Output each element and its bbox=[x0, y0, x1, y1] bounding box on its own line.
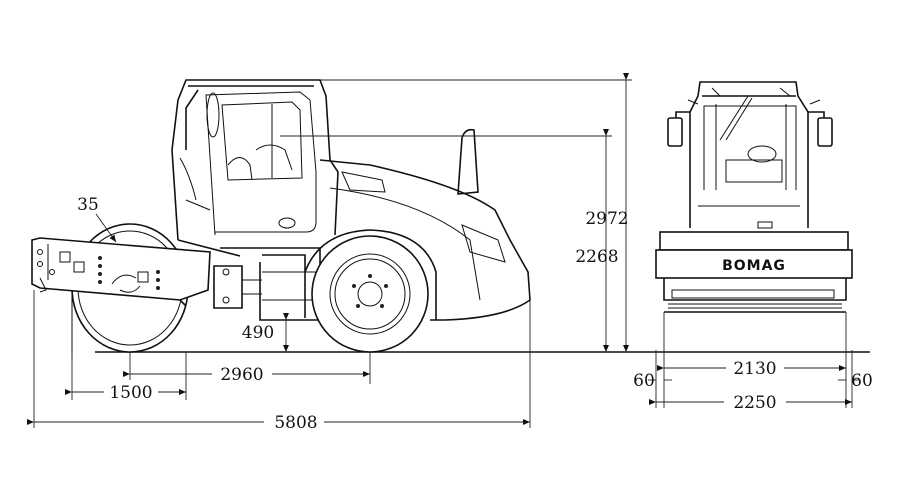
dim-wheelbase: 2960 bbox=[220, 365, 263, 385]
dim-cab-height: 2268 bbox=[575, 247, 618, 267]
mirrors bbox=[667, 99, 833, 147]
drum-arm bbox=[31, 237, 211, 307]
chassis bbox=[177, 239, 321, 321]
dim-drum-size: 35 bbox=[77, 195, 99, 215]
brand-logo: BOMAG bbox=[722, 258, 786, 274]
dim-drum-width: 2130 bbox=[733, 359, 776, 379]
rear-wheel bbox=[304, 229, 437, 353]
dim-overhang-right: 60 bbox=[851, 371, 873, 391]
front-drum-frame: BOMAG bbox=[655, 231, 853, 313]
dim-ground-clearance: 490 bbox=[242, 323, 274, 343]
front-cab bbox=[689, 81, 809, 229]
dim-total-height: 2972 bbox=[585, 209, 628, 229]
dim-total-length: 5808 bbox=[274, 413, 317, 433]
dimension-lines: 2972 2268 35 490 2960 1500 5808 bbox=[27, 73, 873, 433]
engine-hood bbox=[319, 128, 531, 321]
front-view: BOMAG bbox=[640, 81, 870, 353]
side-view bbox=[31, 79, 640, 360]
dim-overhang-left: 60 bbox=[633, 371, 655, 391]
operator-cab bbox=[171, 79, 339, 241]
dim-drum-to-hitch: 1500 bbox=[109, 383, 152, 403]
dim-total-width: 2250 bbox=[733, 393, 776, 413]
